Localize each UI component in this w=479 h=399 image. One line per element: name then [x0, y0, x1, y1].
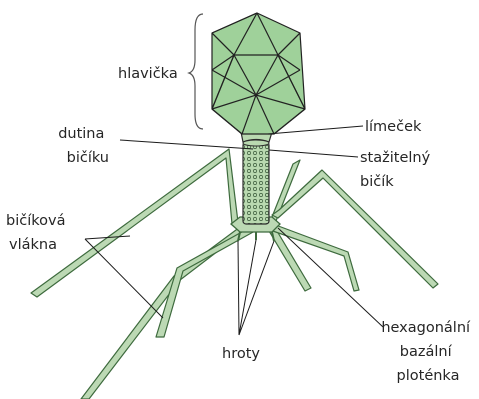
leader-lines	[85, 126, 383, 335]
label-baseplate-line3: ploténka	[397, 368, 460, 384]
tail-fiber-left-center	[81, 227, 243, 399]
label-tail-fibers: bičíková vlákna	[6, 213, 70, 253]
label-baseplate-line1: hexagonální	[381, 320, 471, 336]
label-tail-hollow-line1: dutina	[58, 126, 104, 142]
label-tail-fibers-line1: bičíková	[6, 213, 65, 229]
label-contractile-tail-line1: stažitelný	[360, 150, 431, 166]
contractile-tail	[243, 142, 269, 224]
label-spikes: hroty	[222, 346, 260, 362]
label-collar: límeček	[365, 119, 422, 135]
label-contractile-tail: stažitelný bičík	[360, 150, 435, 190]
label-contractile-tail-line2: bičík	[360, 174, 394, 190]
label-tail-hollow-line2: bičíku	[67, 150, 109, 166]
label-tail-fibers-line2: vlákna	[9, 237, 57, 253]
label-baseplate-line2: bazální	[400, 344, 453, 360]
tail-fiber-right	[270, 224, 359, 291]
label-baseplate: hexagonální bazální ploténka	[381, 320, 474, 384]
label-tail-hollow: dutina bičíku	[58, 126, 109, 166]
head-brace	[189, 14, 203, 129]
label-head: hlavička	[118, 66, 178, 82]
capsid-head	[212, 13, 305, 134]
